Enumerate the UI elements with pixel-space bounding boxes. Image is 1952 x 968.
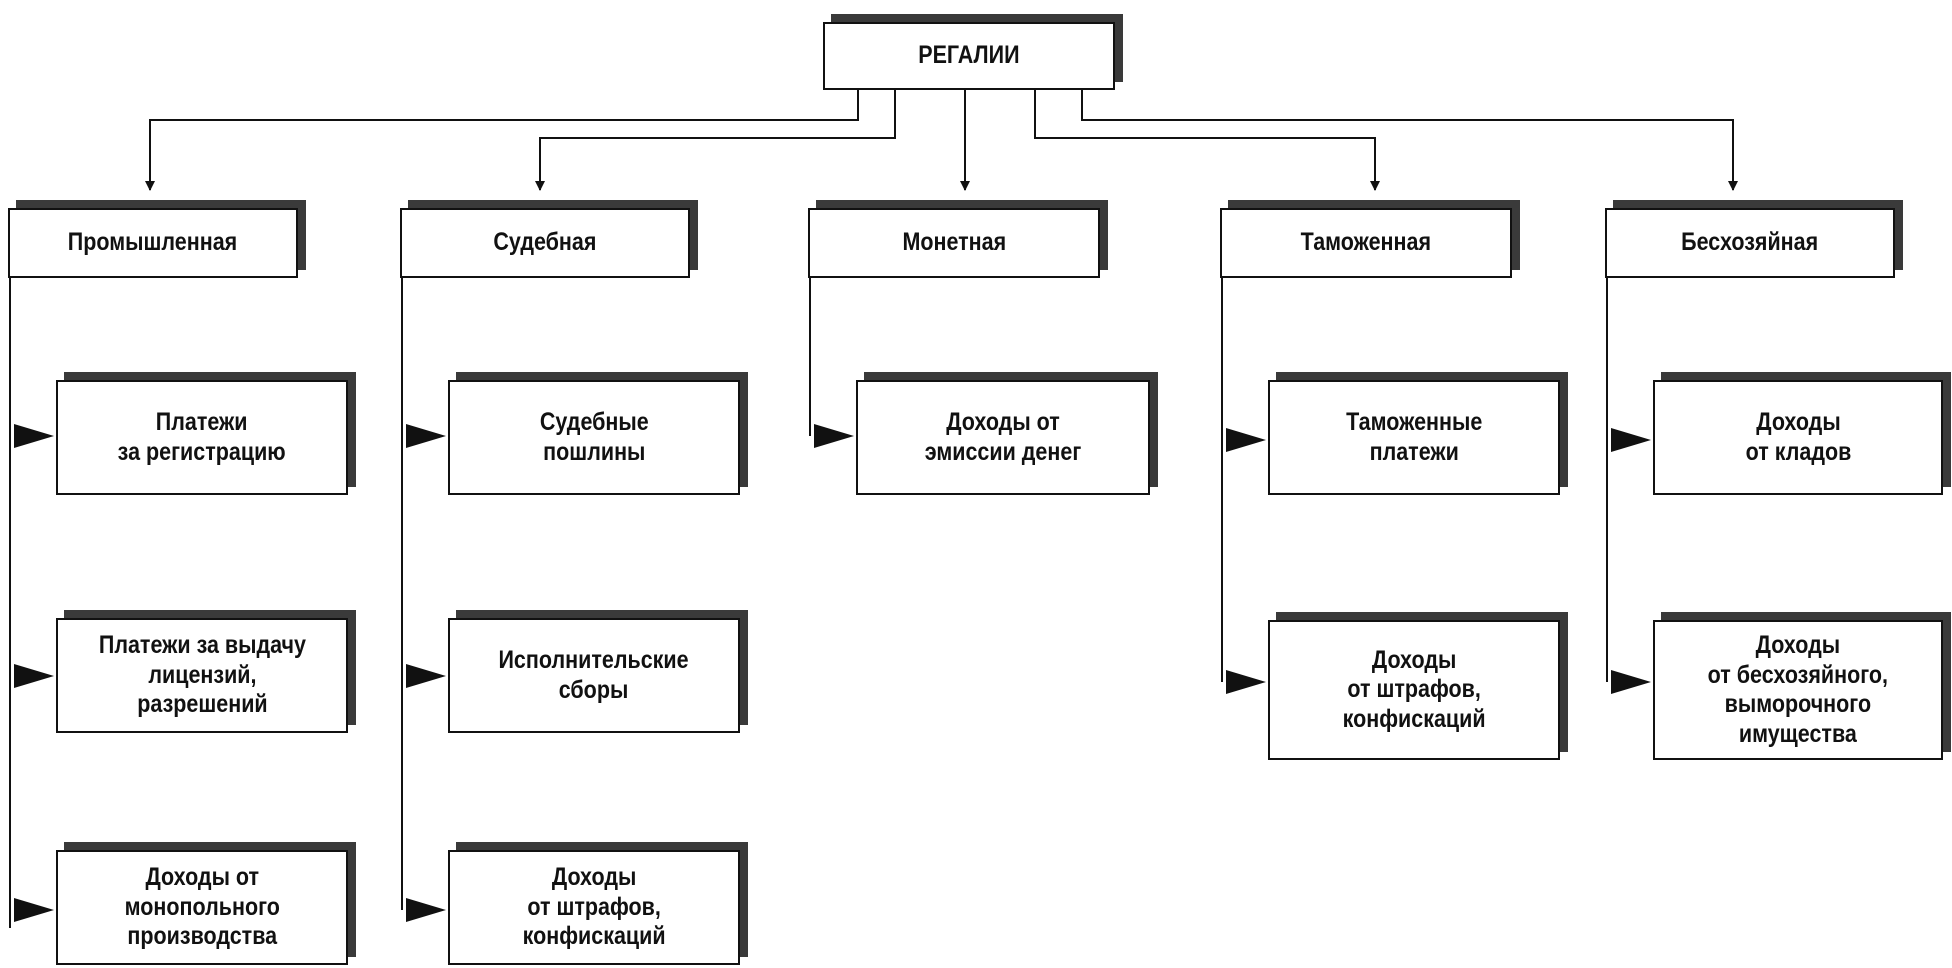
arrow-cat3-item1	[814, 424, 854, 448]
item-label: Доходы от штрафов, конфискаций	[522, 863, 666, 951]
item-license-payments: Платежи за выдачу лицензий, разрешений	[56, 618, 348, 733]
item-label: Доходы от штрафов, конфискаций	[1342, 645, 1486, 733]
connector-root-cat-4	[1034, 90, 1380, 191]
item-customs-payments: Таможенные платежи	[1268, 380, 1560, 495]
item-label: Исполнительские сборы	[498, 646, 690, 704]
arrow-cat4-item1	[1226, 428, 1266, 452]
arrow-cat1-item3	[14, 898, 54, 922]
root-node: РЕГАЛИИ	[823, 22, 1115, 90]
connector-root-cat-5	[1081, 90, 1738, 191]
root-label: РЕГАЛИИ	[918, 41, 1020, 70]
arrow-cat2-item3	[406, 898, 446, 922]
item-label: Доходы от кладов	[1745, 408, 1851, 466]
item-court-fees: Судебные пошлины	[448, 380, 740, 495]
arrow-cat2-item1	[406, 424, 446, 448]
item-fines-confiscations: Доходы от штрафов, конфискаций	[448, 850, 740, 965]
item-label: Таможенные платежи	[1345, 408, 1483, 466]
arrow-cat2-item2	[406, 664, 446, 688]
arrow-cat5-item2	[1611, 670, 1651, 694]
item-enforcement-fees: Исполнительские сборы	[448, 618, 740, 733]
item-label: Доходы от монопольного производства	[124, 863, 280, 951]
category-customs: Таможенная	[1220, 208, 1512, 278]
item-ownerless-property: Доходы от бесхозяйного, выморочного имущ…	[1653, 620, 1943, 760]
item-customs-fines: Доходы от штрафов, конфискаций	[1268, 620, 1560, 760]
item-treasure-income: Доходы от кладов	[1653, 380, 1943, 495]
item-label: Судебные пошлины	[539, 408, 649, 466]
category-label: Судебная	[493, 228, 597, 257]
arrow-cat1-item1	[14, 424, 54, 448]
category-label: Бесхозяйная	[1681, 228, 1819, 257]
item-label: Доходы от эмиссии денег	[924, 408, 1082, 466]
connector-root-cat-2	[535, 90, 896, 191]
arrow-cat4-item2	[1226, 670, 1266, 694]
category-monetary: Монетная	[808, 208, 1100, 278]
connector-root-cat-1	[145, 90, 859, 191]
arrow-cat1-item2	[14, 664, 54, 688]
arrow-cat5-item1	[1611, 428, 1651, 452]
category-label: Таможенная	[1300, 228, 1432, 257]
category-label: Монетная	[902, 228, 1006, 257]
item-label: Платежи за выдачу лицензий, разрешений	[98, 631, 306, 719]
category-label: Промышленная	[68, 228, 238, 257]
item-monopoly-income: Доходы от монопольного производства	[56, 850, 348, 965]
item-registration-payments: Платежи за регистрацию	[56, 380, 348, 495]
item-label: Платежи за регистрацию	[118, 408, 286, 466]
category-industrial: Промышленная	[8, 208, 298, 278]
category-judicial: Судебная	[400, 208, 690, 278]
item-money-emission: Доходы от эмиссии денег	[856, 380, 1150, 495]
item-label: Доходы от бесхозяйного, выморочного имущ…	[1707, 631, 1889, 748]
category-ownerless: Бесхозяйная	[1605, 208, 1895, 278]
